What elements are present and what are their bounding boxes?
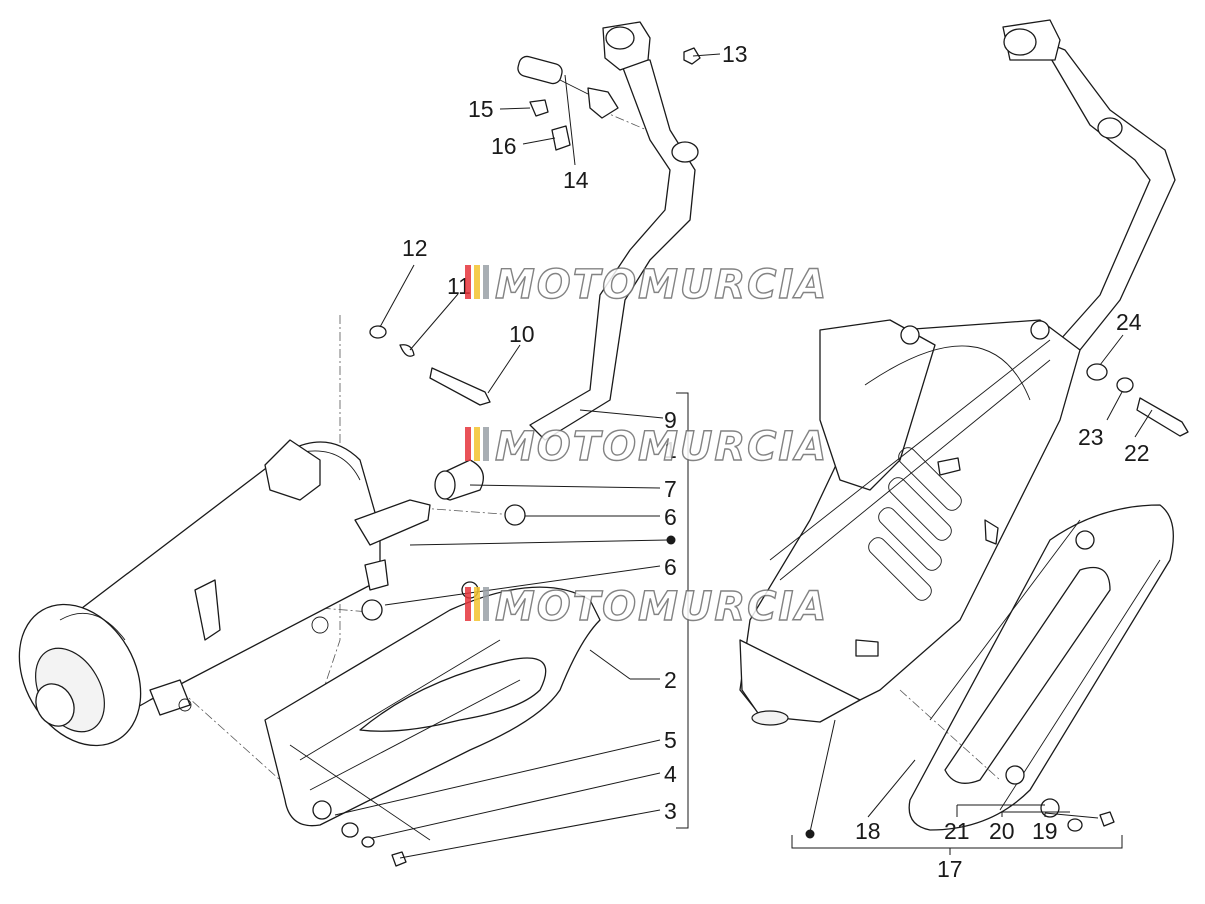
watermark-3: MOTOMURCIA [465,583,828,631]
callout-4: 4 [664,761,677,787]
muffler-left [18,439,431,747]
watermark-1: MOTOMURCIA [465,261,828,309]
exhaust-pipe-right [1002,19,1176,351]
muffler-ribs [868,447,962,601]
callout-7: 7 [664,476,677,502]
callout-9: 9 [664,407,677,433]
callout-21: 21 [944,818,970,844]
callout-23: 23 [1078,424,1104,450]
callout-6a: 6 [664,504,677,530]
callout-18: 18 [855,818,881,844]
heat-shield-right [899,504,1174,831]
callout-5: 5 [664,727,677,753]
callout-11: 11 [447,273,471,299]
leader-lines [334,53,1153,859]
callout-19: 19 [1032,818,1058,844]
lambda-sensor [517,55,619,119]
watermark-2: MOTOMURCIA [465,423,828,471]
heat-shield-left [264,581,601,841]
marker-dot-right [805,829,815,839]
callout-numbers: 13 15 16 14 12 11 10 9 1 7 6 6 2 5 4 3 2… [402,41,1150,882]
muffler-right [739,319,1081,726]
watermark-text: MOTOMURCIA [495,584,828,630]
callout-1: 1 [664,437,677,463]
small-parts-left [341,47,701,867]
marker-dot-left [666,535,676,545]
callout-10: 10 [509,321,535,347]
watermark-text: MOTOMURCIA [495,262,828,308]
callout-6b: 6 [664,554,677,580]
callout-2: 2 [664,667,677,693]
exhaust-pipe-left [434,21,699,501]
callout-22: 22 [1124,440,1150,466]
callout-12: 12 [402,235,428,261]
callout-20: 20 [989,818,1015,844]
callout-15: 15 [468,96,494,122]
callout-16: 16 [491,133,517,159]
watermark-text: MOTOMURCIA [495,424,828,470]
callout-17: 17 [937,856,963,882]
callout-13: 13 [722,41,748,67]
callout-3: 3 [664,798,677,824]
callout-14: 14 [563,167,589,193]
callout-24: 24 [1116,309,1142,335]
